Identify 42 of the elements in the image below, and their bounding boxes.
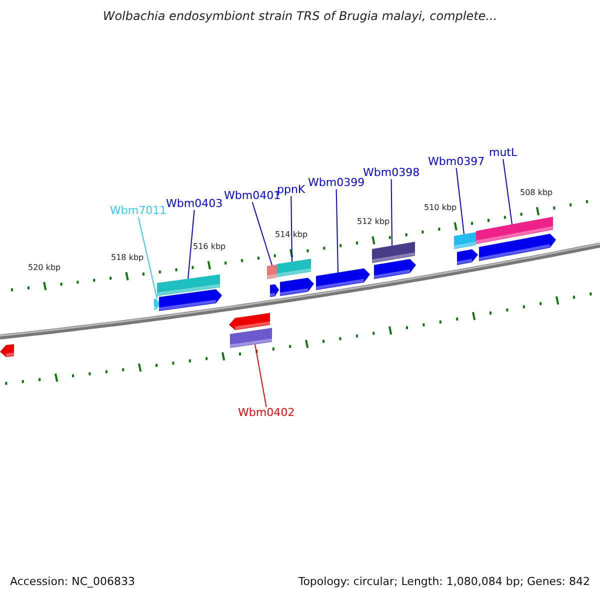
accession-text: Accession: NC_006833 xyxy=(10,576,136,588)
scale-label: 516 kbp xyxy=(193,243,226,252)
gene-feature xyxy=(230,328,272,348)
gene-feature xyxy=(158,289,222,311)
scale-label: 512 kbp xyxy=(357,218,390,227)
gene-feature xyxy=(374,259,416,279)
gene-label: Wbm0403 xyxy=(166,198,223,210)
scale-label: 514 kbp xyxy=(275,231,308,240)
leader-line xyxy=(336,188,338,273)
gene-feature xyxy=(478,234,556,261)
leader-line xyxy=(138,216,158,300)
leader-line xyxy=(252,202,272,266)
leader-line xyxy=(188,210,195,280)
leader-line xyxy=(456,168,464,235)
leader-line xyxy=(390,178,392,246)
gene-feature xyxy=(270,284,279,297)
gene-feature xyxy=(154,298,160,310)
gene-feature xyxy=(454,232,476,249)
gene-label: Wbm0397 xyxy=(428,156,485,168)
gene-label: Wbm0402 xyxy=(238,407,295,420)
gene-feature xyxy=(456,249,478,265)
gene-label: Wbm0398 xyxy=(363,167,420,180)
leader-line xyxy=(290,196,292,262)
scale-label: 510 kbp xyxy=(424,204,457,213)
gene-feature xyxy=(156,274,220,296)
gene-label: Wbm0399 xyxy=(308,177,365,190)
scale-label: 508 kbp xyxy=(520,189,553,198)
leader-line xyxy=(254,344,267,408)
gene-feature xyxy=(229,312,270,330)
gene-label: mutL xyxy=(489,147,518,160)
scale-label: 518 kbp xyxy=(111,254,144,263)
title: Wolbachia endosymbiont strain TRS of Brugia malayi, complete... xyxy=(102,10,498,24)
genome-info-text: Topology: circular; Length: 1,080,084 bp; Genes: 842 xyxy=(298,576,590,588)
gene-feature xyxy=(372,242,416,263)
scale-label: 520 kbp xyxy=(28,264,61,273)
gene-label: Wbm7011 xyxy=(110,205,167,218)
gene-feature xyxy=(476,216,554,244)
gene-feature xyxy=(276,258,312,277)
gene-feature xyxy=(266,264,278,279)
leader-line xyxy=(502,158,512,225)
gene-feature xyxy=(316,268,370,290)
gene-feature xyxy=(0,344,14,357)
